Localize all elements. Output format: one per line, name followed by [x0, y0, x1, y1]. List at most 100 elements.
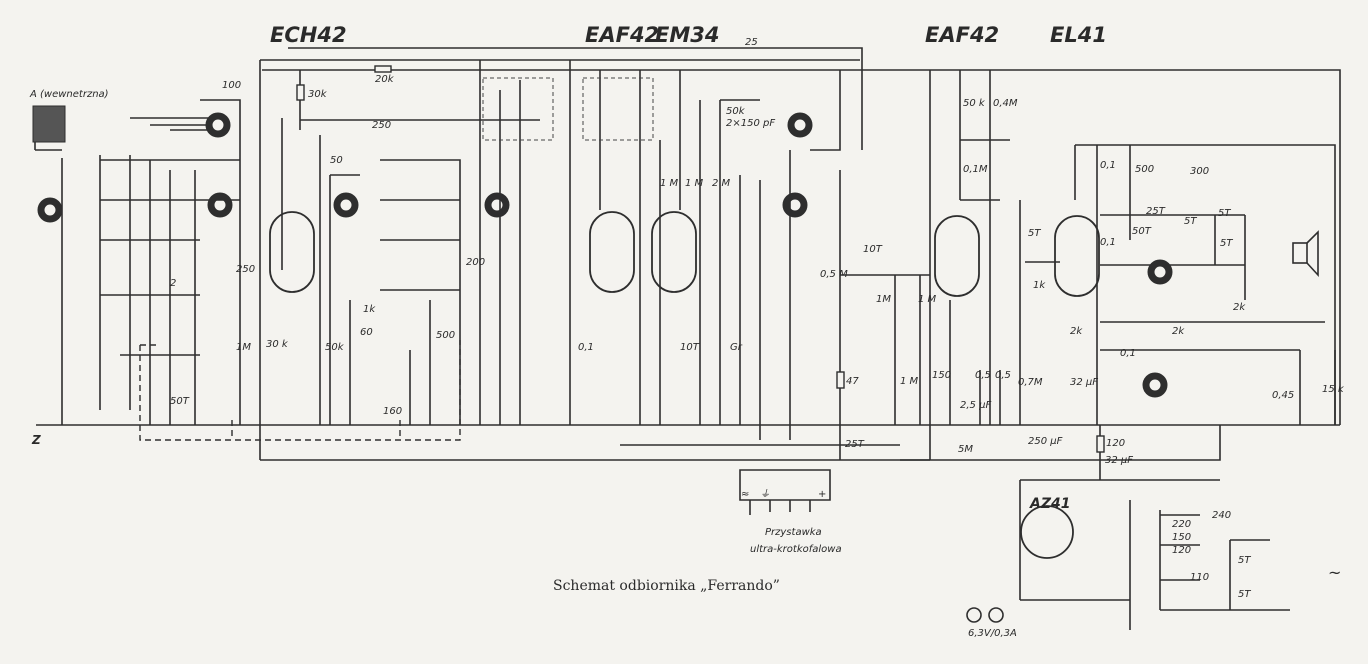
- component-label: 0,7M: [1018, 377, 1043, 388]
- component-label: 150: [932, 370, 951, 381]
- if-can-2: [582, 77, 654, 141]
- component-label: 47: [846, 376, 859, 387]
- component-label: 250: [236, 264, 255, 275]
- component-label: 20k: [375, 74, 395, 85]
- tubes: [269, 211, 1100, 559]
- component-label: 0,4M: [993, 98, 1018, 109]
- component-label: 300: [1190, 166, 1209, 177]
- component-label: 2 M: [712, 178, 731, 189]
- component-label: 240: [1212, 510, 1231, 521]
- component-label: 2: [170, 278, 176, 289]
- wave-switch-icon: [205, 112, 231, 138]
- component-label: 0,45: [1272, 390, 1294, 401]
- component-label: 30k: [308, 89, 328, 100]
- adapter-symbol-ground: ⏚: [760, 489, 770, 500]
- component-label: 160: [383, 406, 402, 417]
- resistor-47: [836, 371, 845, 389]
- speaker-icon: [1292, 230, 1319, 278]
- tube-em34: [651, 211, 697, 293]
- component-label: 5T: [1184, 216, 1197, 227]
- component-label: 5T: [1218, 208, 1231, 219]
- wave-switch-icon: [484, 192, 510, 218]
- component-label: 50k: [726, 106, 746, 117]
- component-label: 60: [360, 327, 373, 338]
- component-label: 1 M: [900, 376, 919, 387]
- component-label: 1k: [363, 304, 376, 315]
- component-label: 10T: [680, 342, 700, 353]
- component-label: 0,1M: [963, 164, 988, 175]
- component-label: 0,1: [1100, 160, 1116, 171]
- component-label: 5T: [1238, 555, 1251, 566]
- component-label: 250 µF: [1028, 436, 1063, 447]
- component-label: 100: [222, 80, 241, 91]
- tone-switch-icon: [1147, 259, 1173, 285]
- component-label: 5T: [1028, 228, 1041, 239]
- adapter-label-line2: ultra-krotkofalowa: [750, 544, 842, 555]
- component-label: 500: [1135, 164, 1154, 175]
- gang-link: [139, 340, 461, 441]
- tube-ech42: [269, 211, 315, 293]
- component-label: 2k: [1070, 326, 1083, 337]
- component-label: 50 k: [963, 98, 986, 109]
- wave-switch-icon: [782, 192, 808, 218]
- component-label: 25T: [845, 439, 865, 450]
- component-label: 50k: [325, 342, 345, 353]
- component-label: 0,1: [1120, 348, 1136, 359]
- adapter-symbol-ac: ≈: [741, 489, 749, 500]
- component-label: 200: [466, 257, 485, 268]
- component-label: 0,5: [975, 370, 991, 381]
- component-label: 5M: [958, 444, 973, 455]
- component-label: 1M: [876, 294, 891, 305]
- component-label: 250: [372, 120, 391, 131]
- wave-switch-icon: [207, 192, 233, 218]
- wave-switch-icon: [37, 197, 63, 223]
- component-label: 2,5 µF: [960, 400, 991, 411]
- component-label: 2k: [1172, 326, 1185, 337]
- ground-label: Z: [31, 433, 41, 447]
- component-label: 25: [745, 37, 758, 48]
- component-label: 1k: [1033, 280, 1046, 291]
- band-switches: [37, 112, 1173, 398]
- component-label: 32 µF: [1070, 377, 1098, 388]
- component-label: 2k: [1233, 302, 1246, 313]
- resistor-120: [1096, 435, 1105, 453]
- component-label: 6,3V/0,3A: [968, 628, 1017, 639]
- resistor-20k: [374, 65, 392, 73]
- pilot-lamp-icon: [988, 607, 1004, 623]
- component-label: 500: [436, 330, 455, 341]
- tube-el41: [1054, 215, 1100, 297]
- tube-label-el41: EL41: [1050, 23, 1107, 47]
- mains-symbol: ~: [1328, 563, 1341, 582]
- tube-label-em34: EM34: [655, 23, 719, 47]
- tube-eaf42-1: [589, 211, 635, 293]
- component-label: 1M: [236, 342, 251, 353]
- tube-eaf42-2: [934, 215, 980, 297]
- schematic-caption: Schemat odbiornika „Ferrando”: [553, 578, 780, 594]
- component-label: 32 µF: [1105, 455, 1133, 466]
- component-label: 5T: [1220, 238, 1233, 249]
- component-label: 0,5: [995, 370, 1011, 381]
- component-label: 0,5 M: [820, 269, 848, 280]
- tube-label-eaf42-1: EAF42: [585, 23, 659, 47]
- resistor-30k: [296, 84, 305, 101]
- component-label: 1 M: [660, 178, 679, 189]
- component-label: 1 M: [685, 178, 704, 189]
- adapter-label-line1: Przystawka: [765, 527, 822, 538]
- tube-az41: [1020, 505, 1074, 559]
- tone-switch-icon: [1142, 372, 1168, 398]
- component-label: 50T: [1132, 226, 1152, 237]
- component-label: 0,1: [1100, 237, 1116, 248]
- wave-switch-icon: [787, 112, 813, 138]
- component-label: 2×150 pF: [726, 118, 775, 129]
- component-label: 30 k: [266, 339, 289, 350]
- adapter-symbol-plus: +: [818, 489, 826, 500]
- component-label: 50: [330, 155, 343, 166]
- if-can-1: [482, 77, 554, 141]
- component-label: 150: [1172, 532, 1191, 543]
- component-label: 25T: [1146, 206, 1166, 217]
- component-label: 120: [1172, 545, 1191, 556]
- component-label: 220: [1172, 519, 1191, 530]
- tube-label-eaf42-2: EAF42: [925, 23, 999, 47]
- wiring: [34, 47, 1341, 630]
- component-label: 15 k: [1322, 384, 1345, 395]
